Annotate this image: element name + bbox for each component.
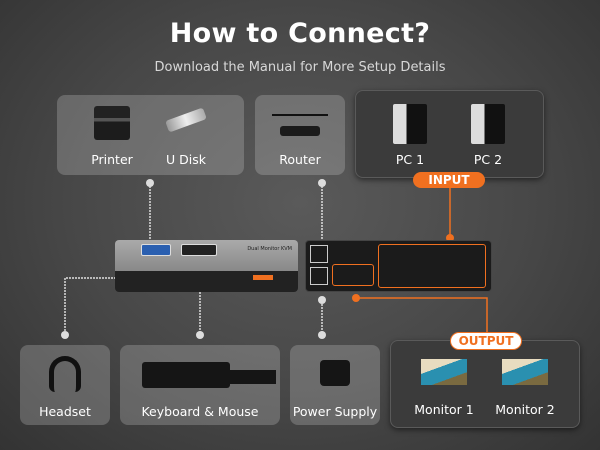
page-title: How to Connect? [169, 18, 431, 49]
headset-line [64, 277, 128, 335]
monitor-icon [502, 359, 548, 385]
headset-icon [49, 356, 81, 392]
usb3-ports [141, 244, 171, 256]
printer-icon [94, 106, 130, 140]
output-tag: OUTPUT [450, 332, 522, 350]
status-led [253, 275, 273, 280]
kvm-front-panel: Dual Monitor KVM [115, 240, 298, 292]
power-adapter-icon [320, 360, 350, 386]
kvm-rear-panel [305, 240, 492, 292]
monitor-icon [421, 359, 467, 385]
power-port [310, 267, 328, 285]
page-subtitle: Download the Manual for More Setup Detai… [154, 60, 446, 75]
router-icon [280, 126, 320, 136]
output-ports [332, 264, 374, 286]
input-ports [378, 244, 486, 288]
usb2-ports [181, 244, 217, 256]
output-line [356, 297, 488, 332]
pc-tower-icon [393, 104, 427, 144]
keyboard-mouse-icon [142, 362, 230, 388]
ethernet-port [310, 245, 328, 263]
pc-tower-icon [471, 104, 505, 144]
peripheral-box-usb [57, 95, 244, 175]
input-tag: INPUT [413, 172, 485, 188]
device-label: Dual Monitor KVM [247, 246, 292, 252]
